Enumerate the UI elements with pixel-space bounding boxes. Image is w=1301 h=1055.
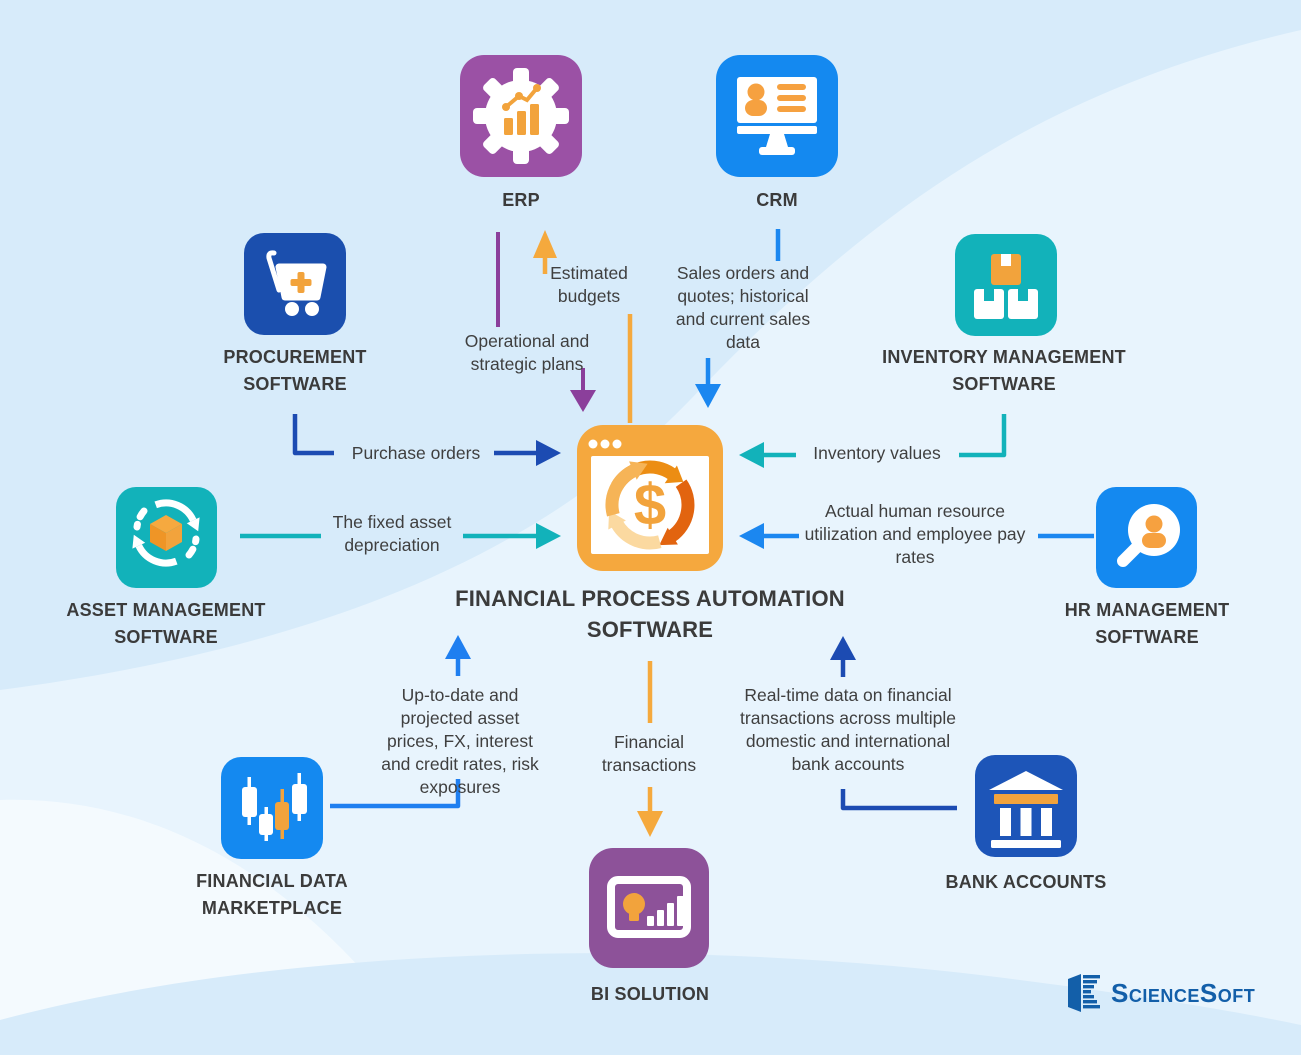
erp-icon [460, 55, 582, 177]
shopping-cart-icon [266, 250, 327, 316]
connector-asset-to-fpa [240, 523, 561, 549]
candlestick-chart-icon [242, 773, 307, 841]
bank-building-icon [989, 771, 1063, 848]
bi-dashboard-icon [607, 876, 691, 938]
inventory-icon [955, 234, 1057, 336]
flow-label-asset-prices: Up-to-date and projected asset prices, F… [381, 685, 539, 797]
fpa-title-line2: SOFTWARE [586, 617, 714, 642]
connector-erp-to-fpa [496, 232, 596, 412]
flow-label-purchase-orders: Purchase orders [351, 443, 481, 463]
gear-chart-icon [473, 68, 569, 164]
flow-label-operational-plans: Operational and strategic plans [464, 331, 590, 374]
flow-label-inventory-values: Inventory values [813, 443, 941, 463]
sciencesoft-logo: ScienceSoft [1066, 973, 1255, 1013]
flow-label-bank-data: Real-time data on financial transactions… [740, 685, 956, 774]
bank-icon [975, 755, 1077, 857]
flow-label-financial-transactions: Financial transactions [601, 732, 697, 775]
magnifier-person-icon [1117, 504, 1180, 567]
connector-fpa-to-bi [637, 661, 663, 837]
crm-icon [716, 55, 838, 177]
bank-label: BANK ACCOUNTS [945, 872, 1107, 892]
connector-crm-to-fpa [695, 229, 781, 408]
cube-cycle-icon [132, 499, 200, 567]
erp-label: ERP [502, 190, 540, 210]
bi-label: BI SOLUTION [590, 984, 710, 1004]
crm-label: CRM [756, 190, 798, 210]
fdm-label: FINANCIAL DATA MARKETPLACE [196, 871, 348, 918]
monitor-contact-icon [737, 77, 817, 155]
asset-label: ASSET MANAGEMENT SOFTWARE [66, 600, 266, 647]
flow-label-estimated-budgets: Estimated budgets [550, 263, 628, 306]
hr-icon [1096, 487, 1197, 588]
stacked-boxes-icon [974, 254, 1038, 319]
svg-text:$: $ [634, 473, 666, 538]
asset-icon [116, 487, 217, 588]
sciencesoft-logo-mark [1068, 974, 1100, 1012]
connector-inventory-to-fpa [739, 414, 1007, 468]
flow-label-sales-orders: Sales orders and quotes; historical and … [675, 263, 811, 352]
connector-fpa-to-erp [533, 230, 633, 423]
connector-hr-to-fpa [739, 523, 1094, 549]
connector-fdm-to-fpa [330, 635, 471, 809]
hr-label: HR MANAGEMENT SOFTWARE [1064, 600, 1230, 647]
sciencesoft-logo-text: ScienceSoft [1111, 977, 1256, 1008]
connector-procurement-to-fpa [292, 414, 561, 466]
fdm-icon [221, 757, 323, 859]
procurement-icon [244, 233, 346, 335]
flow-label-fixed-asset: The fixed asset depreciation [332, 512, 452, 555]
bi-icon [589, 848, 709, 968]
connector-bank-to-fpa [830, 636, 957, 811]
flow-label-hr-utilization: Actual human resource utilization and em… [804, 501, 1026, 567]
fpa-title-line1: FINANCIAL PROCESS AUTOMATION [455, 586, 845, 611]
money-cycle-browser-icon: $ [588, 439, 709, 554]
procurement-label: PROCUREMENT SOFTWARE [223, 347, 367, 394]
fpa-icon: $ [577, 425, 723, 571]
inventory-label: INVENTORY MANAGEMENT SOFTWARE [882, 347, 1126, 394]
